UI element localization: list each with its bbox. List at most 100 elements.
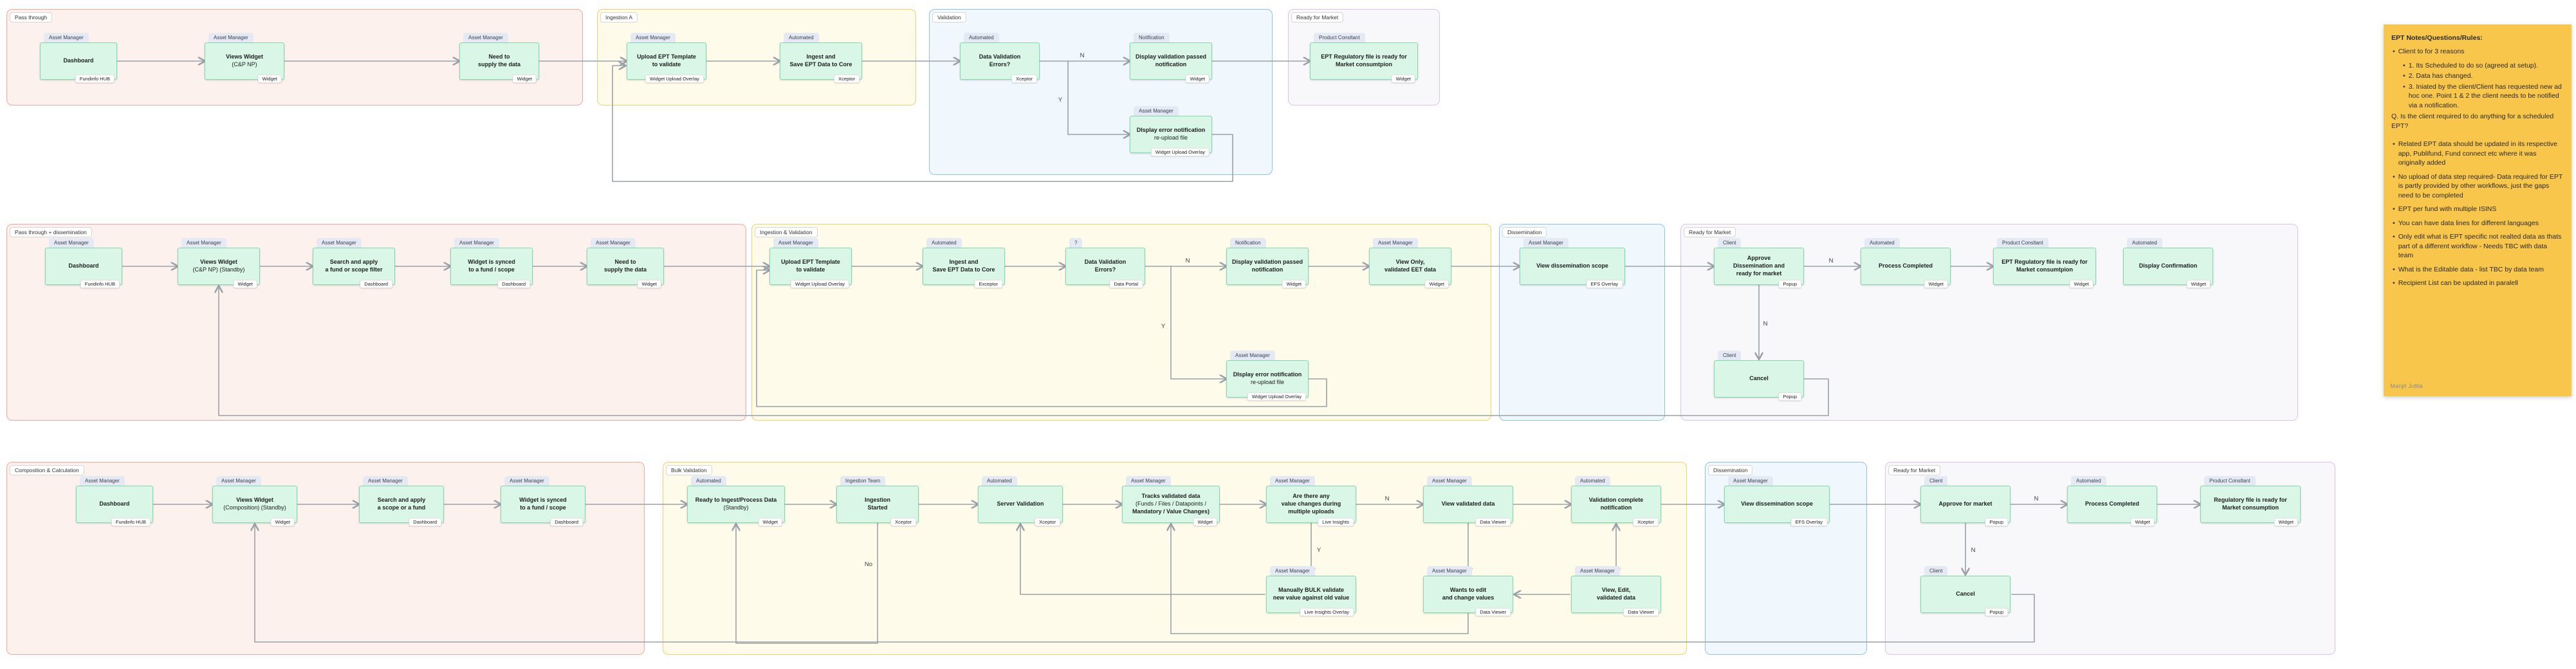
platform-tag: EFS Overlay xyxy=(1586,280,1623,288)
platform-tag: Widget Upload Overlay xyxy=(790,280,849,288)
connector-label: N xyxy=(1971,547,1976,554)
platform-tag: Xceptor xyxy=(1035,518,1060,526)
region-label: Bulk Validation xyxy=(666,465,712,475)
node-view-dissemination-scope[interactable]: View dissemination scope xyxy=(1520,248,1625,285)
node-cancel[interactable]: Cancel xyxy=(1920,576,2010,613)
role-tag: Asset Manager xyxy=(1270,566,1315,578)
node-view-edit[interactable]: View, Edit,validated data xyxy=(1571,576,1661,613)
node-ready-to-ingest-process-data[interactable]: Ready to Ingest/Process Data(Standby) xyxy=(687,486,785,523)
role-tag: ? xyxy=(1069,238,1083,250)
region-label: Composition & Calculation xyxy=(10,465,84,475)
role-tag: Asset Manager xyxy=(1523,238,1569,250)
connector xyxy=(1171,524,1469,634)
role-tag: Asset Manager xyxy=(1134,106,1179,118)
node-display-confirmation[interactable]: Display Confirmation xyxy=(2123,248,2213,285)
connector xyxy=(612,66,1233,182)
node-cancel[interactable]: Cancel xyxy=(1714,360,1804,398)
node-dashboard[interactable]: Dashboard xyxy=(76,486,153,523)
role-tag: Client xyxy=(1924,566,1948,578)
platform-tag: Dashboard xyxy=(409,518,441,526)
role-tag: Asset Manager xyxy=(1427,566,1472,578)
platform-tag: Widget xyxy=(1391,75,1415,83)
role-tag: Client xyxy=(1718,238,1742,250)
node-view-only[interactable]: View Only,validated EET data xyxy=(1369,248,1451,285)
platform-tag: Xceptor xyxy=(890,518,916,526)
node-process-completed[interactable]: Process Completed xyxy=(2067,486,2157,523)
node-dashboard[interactable]: Dashboard xyxy=(40,42,117,80)
role-tag: Asset Manager xyxy=(1373,238,1418,250)
node-view-validated-data[interactable]: View validated data xyxy=(1423,486,1513,523)
connector-label: N xyxy=(2034,495,2039,502)
connector-label: N xyxy=(1829,257,1834,264)
role-tag: Automated xyxy=(964,33,999,44)
connector-label: No xyxy=(865,561,872,568)
platform-tag: Widget xyxy=(1282,280,1306,288)
note-item: •What is the Editable data - list TBC by… xyxy=(2393,265,2544,273)
platform-tag: Widget Upload Overlay xyxy=(1247,392,1306,401)
platform-tag: Widget Upload Overlay xyxy=(1150,148,1210,156)
note-item: Q. Is the client required to do anything… xyxy=(2391,113,2554,130)
note-item: •3. Iniated by the client/Client has req… xyxy=(2403,82,2562,109)
platform-tag: Dashboard xyxy=(550,518,583,526)
role-tag: Asset Manager xyxy=(454,238,499,250)
role-tag: Asset Manager xyxy=(181,238,226,250)
region-label: Ingestion & Validation xyxy=(755,227,818,237)
region-label: Validation xyxy=(932,12,966,23)
node-views-widget[interactable]: Views Widget(C&P NP) xyxy=(205,42,284,80)
note-item: •You can have data lines for different l… xyxy=(2393,219,2539,227)
connector xyxy=(736,522,878,644)
node-view-dissemination-scope[interactable]: View dissemination scope xyxy=(1724,486,1830,523)
platform-tag: Widget xyxy=(2186,280,2211,288)
node-views-widget[interactable]: Views Widget(Composition) (Standby) xyxy=(212,486,297,523)
note-item: •Recipient List can be updated in parale… xyxy=(2393,279,2518,288)
node-server-validation[interactable]: Server Validation xyxy=(978,486,1063,523)
role-tag: Asset Manager xyxy=(216,476,261,488)
role-tag: Asset Manager xyxy=(463,33,508,44)
role-tag: Asset Manager xyxy=(1270,476,1315,488)
role-tag: Automated xyxy=(2127,238,2162,250)
platform-tag: Xceptor xyxy=(1633,518,1659,526)
node-tracks-validated-data[interactable]: Tracks validated data(Funds / Files / Da… xyxy=(1122,486,1220,523)
role-tag: Notification xyxy=(1134,33,1170,44)
platform-tag: Widget xyxy=(233,280,257,288)
platform-tag: Xceptor xyxy=(834,75,860,83)
sticky-note[interactable]: EPT Notes/Questions/Rules: •Client to fo… xyxy=(2384,24,2571,396)
platform-tag: Popup xyxy=(1985,608,2008,616)
platform-tag: EFS Overlay xyxy=(1790,518,1827,526)
node-approve-for-market[interactable]: Approve for market xyxy=(1920,486,2010,523)
role-tag: Asset Manager xyxy=(317,238,362,250)
node-process-completed[interactable]: Process Completed xyxy=(1861,248,1951,285)
role-tag: Asset Manager xyxy=(1575,566,1620,578)
platform-tag: Popup xyxy=(1778,392,1801,401)
platform-tag: Fundinfo HUB xyxy=(75,75,115,83)
region-label: Ready for Market xyxy=(1291,12,1344,23)
connector xyxy=(255,524,2035,643)
platform-tag: Widget xyxy=(2069,280,2093,288)
node-views-widget[interactable]: Views Widget(C&P NP) (Standby) xyxy=(178,248,260,285)
connector xyxy=(756,270,1327,407)
note-author: Manjit Juttla xyxy=(2390,382,2423,390)
connector-label: N xyxy=(1385,495,1390,502)
note-item: •EPT per fund with multiple ISINS xyxy=(2393,205,2497,214)
